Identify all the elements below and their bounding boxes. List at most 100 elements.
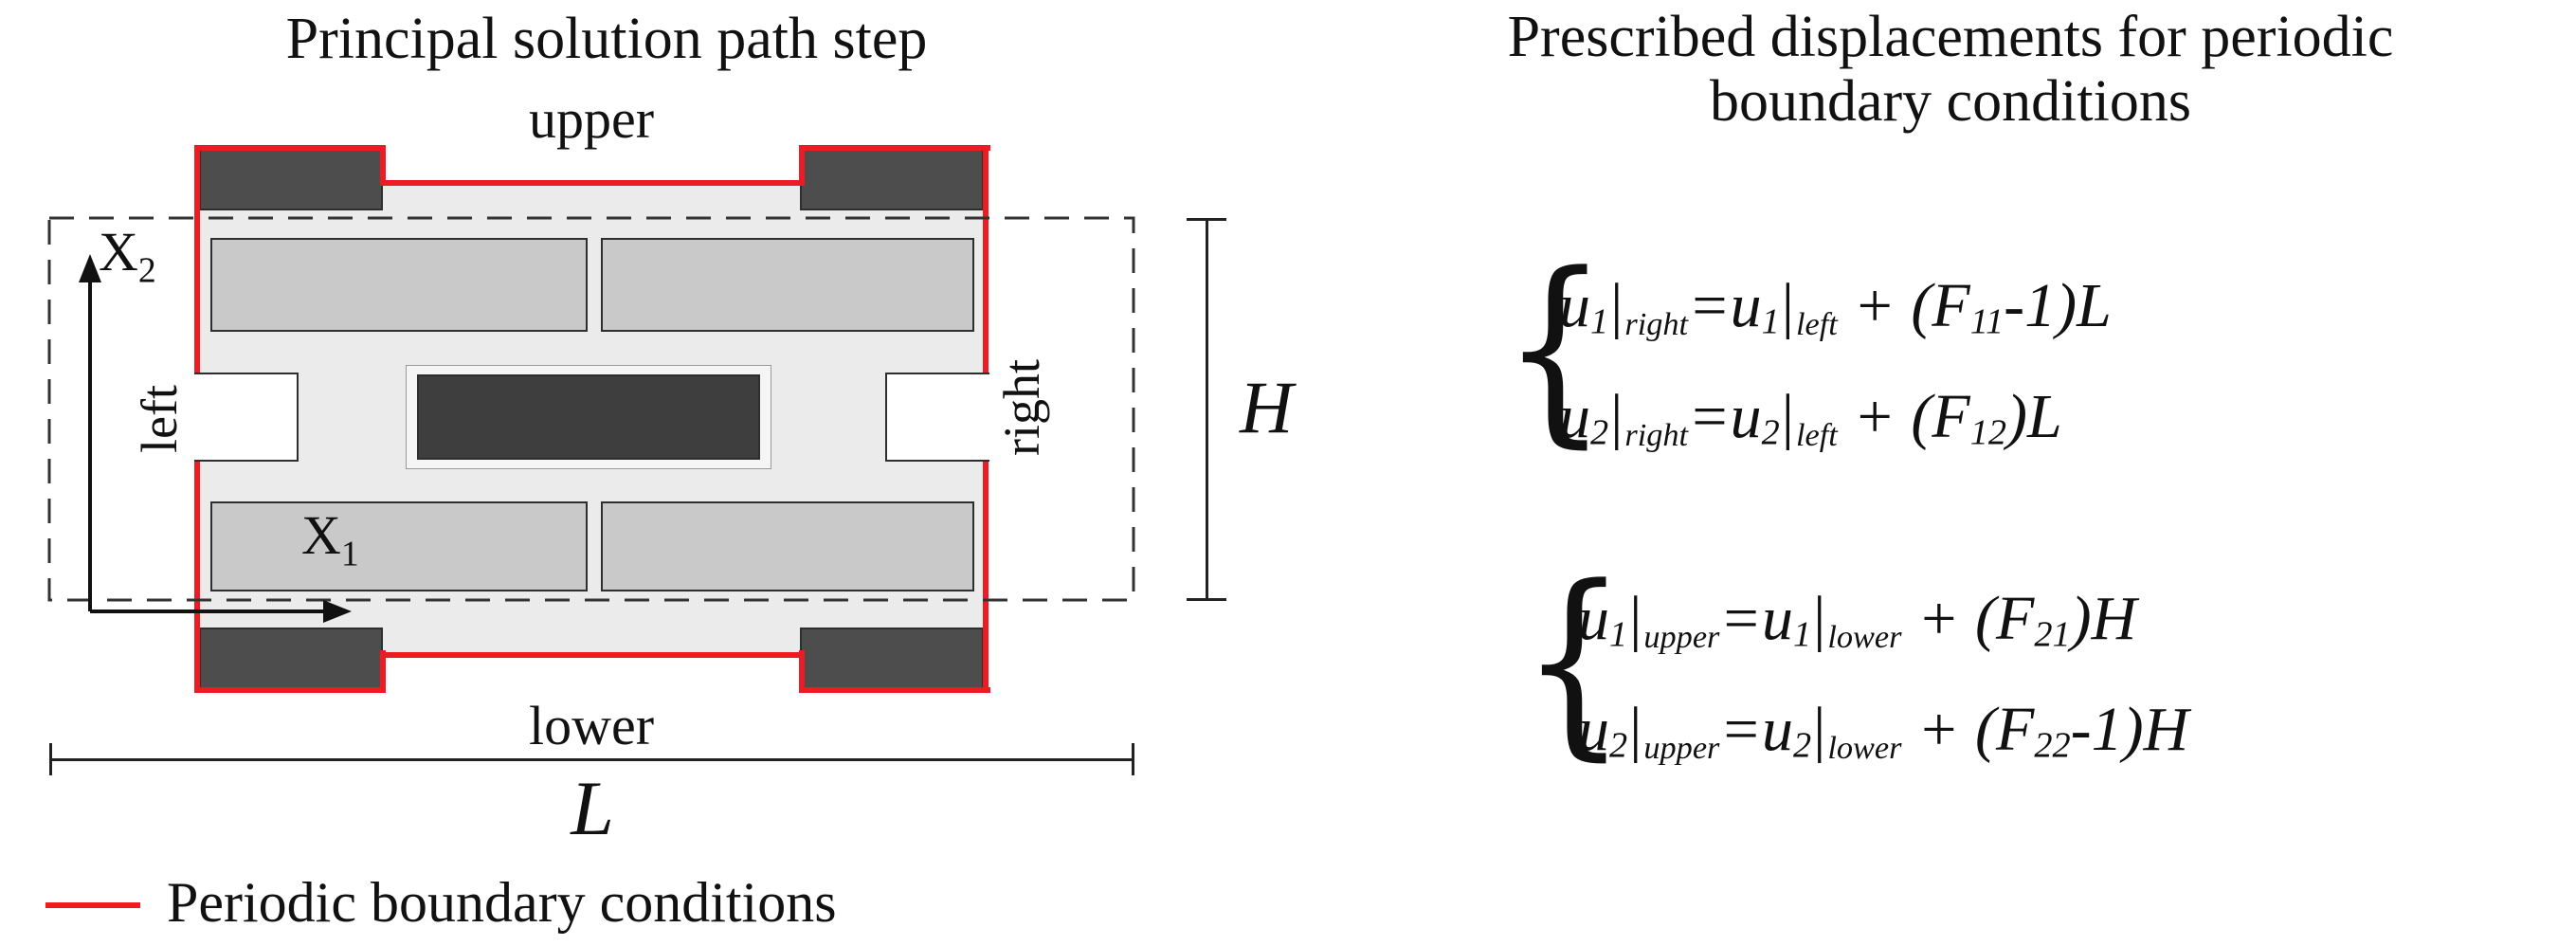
periodic-boundary-line	[194, 145, 386, 151]
left-edge-label: left	[131, 385, 188, 453]
dark-brick-top-left	[199, 148, 383, 210]
equation-subscript-label: lower	[1827, 729, 1902, 766]
equation-term: -1)	[2070, 694, 2144, 764]
equation-subscript: 21	[2034, 614, 2071, 655]
equation-term: |	[1629, 694, 1642, 764]
periodic-boundary-line	[799, 145, 990, 151]
height-dimension-line	[1206, 218, 1208, 601]
center-dark-brick	[417, 374, 760, 460]
equation-term: |	[1781, 381, 1794, 451]
equation-term: + (	[1901, 584, 1997, 653]
equation-term: u	[1559, 271, 1590, 340]
equation-term: |	[1813, 694, 1826, 764]
right-panel-title-line1: Prescribed displacements for periodic	[1507, 5, 2394, 69]
equation-line: u1|right=u1|left + (F11-1)L	[1559, 260, 2112, 371]
equation-subscript: 11	[1969, 301, 2005, 342]
equation-term: u	[1730, 271, 1762, 340]
x1-axis-line	[90, 609, 329, 613]
periodic-boundary-line	[380, 145, 386, 186]
equation-term: |	[1813, 584, 1826, 653]
equation-subscript: 2	[1590, 412, 1609, 453]
equation-term: u	[1578, 694, 1609, 764]
width-dimension-line	[49, 758, 1134, 761]
equation-line: u2|right=u2|left + (F12)L	[1559, 371, 2112, 482]
equation-term: |	[1781, 271, 1794, 340]
equation-subscript-label: left	[1796, 305, 1838, 342]
equation-subscript-label: upper	[1643, 729, 1720, 766]
equation-term: H	[2143, 694, 2189, 764]
periodic-boundary-line	[380, 180, 805, 186]
gray-brick-row2-right	[601, 501, 974, 591]
equation-subscript-label: right	[1624, 305, 1689, 342]
dark-brick-top-right	[800, 148, 984, 210]
equation-brace: {	[1521, 544, 1627, 779]
left-edge-notch	[194, 373, 299, 462]
equation-term: F	[1996, 694, 2035, 764]
right-edge-notch	[885, 373, 989, 462]
equation-subscript: 2	[1609, 725, 1628, 766]
periodic-boundary-line	[983, 145, 989, 377]
legend-red-line-swatch	[45, 902, 140, 908]
equation-subscript: 12	[1969, 412, 2006, 453]
upper-edge-label: upper	[528, 88, 655, 150]
equation-term: u	[1761, 584, 1793, 653]
x1-axis-subscript: 1	[340, 534, 359, 574]
equation-term: + (	[1901, 694, 1997, 764]
x2-axis-symbol: X	[99, 221, 138, 282]
equation-subscript: 1	[1761, 301, 1780, 342]
right-panel-title-line2: boundary conditions	[1710, 69, 2191, 134]
equation-subscript: 22	[2034, 725, 2071, 766]
legend-label: Periodic boundary conditions	[167, 871, 837, 934]
unit-cell-structure	[194, 145, 990, 693]
equation-term: =	[1719, 584, 1762, 653]
height-dimension-label: H	[1240, 366, 1294, 448]
periodic-boundary-line	[799, 687, 990, 693]
equation-term: =	[1688, 271, 1731, 340]
periodic-boundary-line	[799, 650, 805, 691]
equation-line: u2|upper=u2|lower + (F22-1)H	[1578, 683, 2188, 794]
width-dimension-tick-right	[1132, 743, 1134, 775]
dark-brick-bottom-right	[800, 628, 984, 690]
width-dimension-label: L	[571, 765, 614, 851]
equation-term: + (	[1837, 271, 1932, 340]
x2-axis-arrowhead-icon	[79, 254, 101, 282]
equation-term: F	[1996, 584, 2035, 653]
lower-edge-label: lower	[528, 695, 655, 756]
equation-term: )	[2005, 381, 2027, 451]
equation-term: )	[2070, 584, 2092, 653]
periodic-boundary-line	[194, 145, 200, 377]
periodic-boundary-line	[799, 145, 805, 186]
dark-brick-bottom-left	[199, 628, 383, 690]
equation-term: |	[1610, 381, 1624, 451]
equation-term: H	[2091, 584, 2137, 653]
equation-term: =	[1719, 694, 1762, 764]
gray-brick-row1-right	[601, 238, 974, 332]
equation-term: L	[2077, 271, 2112, 340]
left-panel-title: Principal solution path step	[285, 7, 928, 71]
periodic-boundary-line	[380, 650, 386, 691]
equation-term: u	[1559, 381, 1590, 451]
equation-term: + (	[1837, 381, 1932, 451]
periodic-boundary-line	[983, 457, 989, 693]
equation-term: |	[1629, 584, 1642, 653]
width-dimension-tick-left	[49, 743, 52, 775]
height-dimension-cap-bottom	[1187, 598, 1226, 601]
height-dimension-cap-top	[1187, 218, 1226, 221]
x2-axis-line	[88, 279, 92, 611]
x1-axis-symbol: X	[301, 504, 341, 566]
gray-brick-row2-left	[210, 501, 588, 591]
equation-term: u	[1730, 381, 1762, 451]
right-edge-label: right	[993, 359, 1050, 456]
equation-line: u1|upper=u1|lower + (F21)H	[1578, 573, 2188, 683]
equation-subscript-label: right	[1624, 416, 1689, 453]
equation-term: u	[1578, 584, 1609, 653]
equation-term: L	[2026, 381, 2062, 451]
gray-brick-row1-left	[210, 238, 588, 332]
equation-subscript-label: upper	[1643, 618, 1720, 655]
periodic-boundary-line	[380, 652, 805, 658]
equation-subscript: 1	[1792, 614, 1812, 655]
x2-axis-label: X2	[99, 220, 156, 292]
